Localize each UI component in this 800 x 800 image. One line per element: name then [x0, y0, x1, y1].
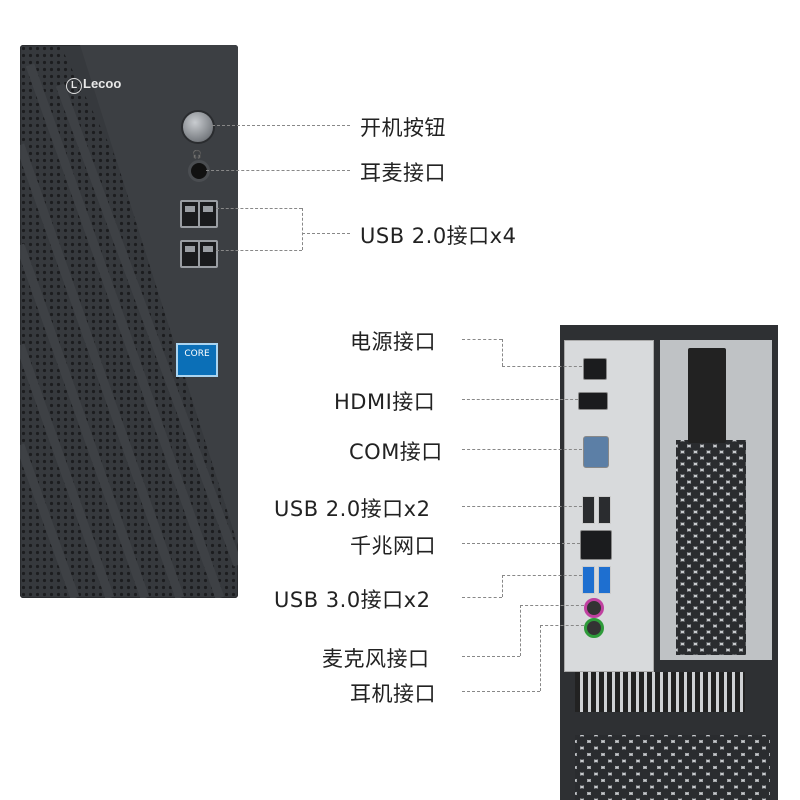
rear-usb3-port: [598, 566, 611, 594]
label-com: COM接口: [349, 440, 443, 464]
callout-line: [462, 449, 582, 450]
front-usb-port: [198, 200, 218, 228]
ethernet-port: [580, 530, 612, 560]
label-power-button: 开机按钮: [360, 116, 446, 140]
front-usb-port: [180, 200, 200, 228]
label-mic-jack: 麦克风接口: [322, 647, 430, 671]
callout-line: [462, 597, 502, 598]
mic-jack: [584, 598, 604, 618]
dc-power-port: [583, 358, 607, 380]
callout-line: [206, 170, 350, 171]
callout-line: [462, 339, 502, 340]
intel-core-badge: CORE: [176, 343, 218, 377]
callout-line: [462, 399, 578, 400]
label-hdmi: HDMI接口: [334, 390, 436, 414]
callout-line: [462, 691, 540, 692]
hdmi-port: [578, 392, 608, 410]
callout-line: [212, 125, 350, 126]
label-power-port: 电源接口: [350, 330, 436, 354]
headset-jack: [188, 160, 210, 182]
callout-line: [520, 605, 584, 606]
callout-line: [216, 208, 302, 209]
callout-line: [462, 506, 582, 507]
intel-badge-text: CORE: [184, 349, 210, 359]
rear-vent-grid: [676, 440, 746, 655]
headset-icon: 🎧: [192, 150, 202, 159]
callout-line: [462, 656, 520, 657]
rear-usb3-port: [582, 566, 595, 594]
callout-line: [216, 250, 302, 251]
callout-line: [502, 339, 503, 366]
label-ethernet: 千兆网口: [350, 534, 436, 558]
label-headset-jack: 耳麦接口: [360, 161, 446, 185]
rear-bottom-vent: [575, 735, 770, 800]
callout-line: [540, 625, 584, 626]
callout-line: [462, 543, 580, 544]
callout-line: [502, 366, 582, 367]
front-usb-port: [198, 240, 218, 268]
callout-line: [302, 233, 350, 234]
rear-usb2-port: [598, 496, 611, 524]
rear-usb2-port: [582, 496, 595, 524]
power-button-icon: [181, 110, 215, 144]
callout-line: [520, 605, 521, 656]
label-front-usb: USB 2.0接口x4: [360, 224, 517, 248]
label-rear-usb2: USB 2.0接口x2: [274, 497, 431, 521]
rear-vent-slots: [575, 672, 745, 712]
headphone-jack: [584, 618, 604, 638]
label-headphone-jack: 耳机接口: [350, 682, 436, 706]
label-rear-usb3: USB 3.0接口x2: [274, 588, 431, 612]
front-usb-port: [180, 240, 200, 268]
expansion-slot: [688, 348, 726, 443]
callout-line: [502, 575, 582, 576]
callout-line: [540, 625, 541, 691]
callout-line: [502, 575, 503, 597]
com-port: [583, 436, 609, 468]
callout-bracket: [302, 208, 303, 250]
